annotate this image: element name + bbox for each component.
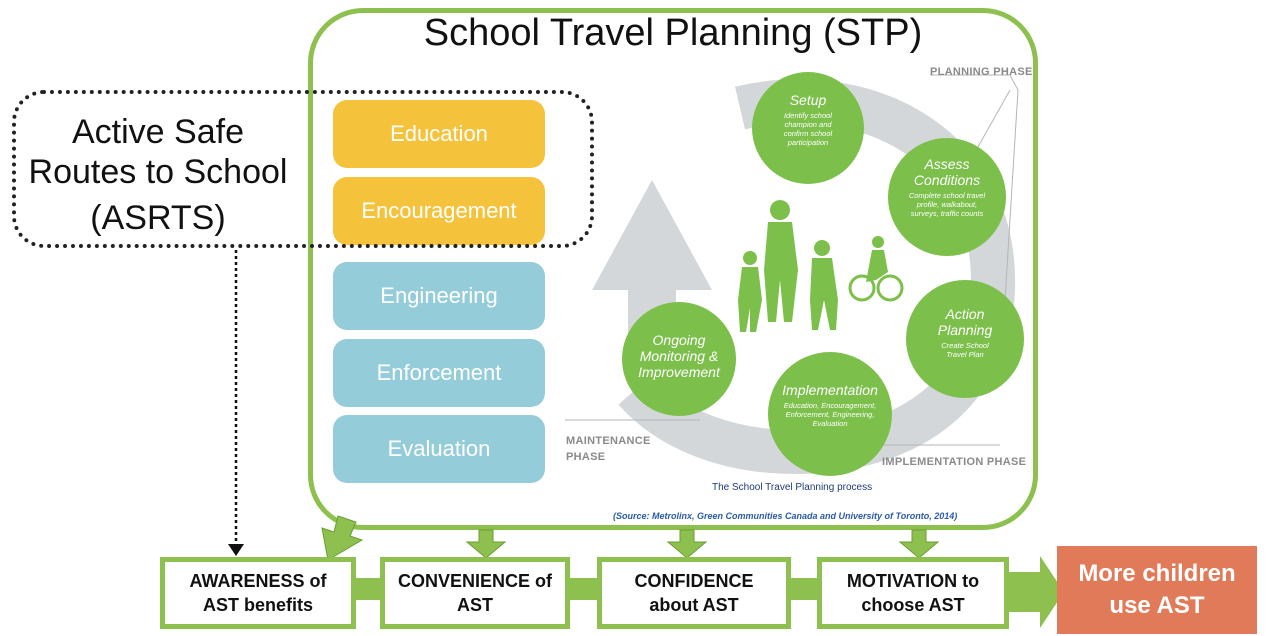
enforcement-box: Enforcement xyxy=(333,339,545,407)
setup-desc-1: Identify school xyxy=(784,111,832,120)
step-action-circle: Action Planning Create School Travel Pla… xyxy=(906,280,1024,398)
confidence-line-1: CONFIDENCE xyxy=(634,571,754,591)
final-outcome-line-2: use AST xyxy=(1109,592,1205,619)
motivation-box: MOTIVATION to choose AST xyxy=(817,557,1009,629)
step-action-desc: Create School Travel Plan xyxy=(924,341,1006,359)
confidence-box: CONFIDENCE about AST xyxy=(597,557,791,629)
step-setup-circle: Setup Identify school champion and confi… xyxy=(752,72,864,184)
step-monitoring-title: Ongoing Monitoring & Improvement xyxy=(638,332,720,380)
assess-desc-3: surveys, traffic counts xyxy=(910,209,984,218)
down-arrow-3-icon xyxy=(666,529,708,559)
step-implementation-desc: Education, Encouragement, Enforcement, E… xyxy=(774,401,886,428)
asrts-container xyxy=(12,90,594,248)
convenience-line-1: CONVENIENCE of xyxy=(397,571,552,591)
stp-title: School Travel Planning (STP) xyxy=(423,12,923,54)
setup-desc-2: champion and xyxy=(784,120,832,129)
final-outcome-line-1: More children xyxy=(1078,560,1236,587)
maintenance-phase-label: MAINTENANCE PHASE xyxy=(566,433,651,465)
awareness-line-1: AWARENESS of xyxy=(189,571,327,591)
cyclist-icon xyxy=(848,236,904,302)
asrts-line-2: Routes to School xyxy=(28,153,288,191)
step-monitoring-circle: Ongoing Monitoring & Improvement xyxy=(622,302,736,416)
step-setup-desc: Identify school champion and confirm sch… xyxy=(752,111,864,147)
implementation-phase-label: IMPLEMENTATION PHASE xyxy=(882,456,1027,468)
evaluation-box: Evaluation xyxy=(333,415,545,483)
setup-desc-3: confirm school xyxy=(783,129,833,138)
asrts-label: Active Safe Routes to School (ASRTS) xyxy=(20,112,296,238)
final-arrow-icon xyxy=(1006,556,1064,628)
step-assess-title: Assess Conditions xyxy=(913,156,981,188)
cycle-arrow-icon xyxy=(592,180,712,360)
step-implementation-title: Implementation xyxy=(782,382,878,398)
convenience-line-2: AST xyxy=(456,595,493,615)
planning-bracket xyxy=(930,74,1019,301)
implementation-desc-3: Evaluation xyxy=(812,419,848,428)
process-caption: The School Travel Planning process xyxy=(712,482,873,493)
action-desc-2: Travel Plan xyxy=(946,350,984,359)
step-assess-desc: Complete school travel profile, walkabou… xyxy=(900,191,994,218)
education-box: Education xyxy=(333,100,545,168)
step-implementation-circle: Implementation Education, Encouragement,… xyxy=(768,352,892,476)
motivation-line-1: MOTIVATION to xyxy=(846,571,980,591)
action-desc-1: Create School xyxy=(941,341,989,350)
implementation-desc-1: Education, Encouragement, xyxy=(783,401,877,410)
asrts-line-1: Active Safe xyxy=(72,113,244,151)
final-outcome-box: More children use AST xyxy=(1057,546,1257,634)
assess-desc-2: profile, walkabout, xyxy=(916,200,978,209)
encouragement-box: Encouragement xyxy=(333,177,545,245)
engineering-box: Engineering xyxy=(333,262,545,330)
family-walking-icon xyxy=(738,200,838,332)
maintenance-line-2: PHASE xyxy=(566,451,606,463)
convenience-box: CONVENIENCE of AST xyxy=(380,557,570,629)
awareness-box: AWARENESS of AST benefits xyxy=(160,557,356,629)
assess-desc-1: Complete school travel xyxy=(908,191,986,200)
maintenance-line-1: MAINTENANCE xyxy=(566,435,651,447)
down-arrow-1-icon xyxy=(321,515,364,561)
awareness-line-2: AST benefits xyxy=(202,595,313,615)
asrts-connector-arrowhead-icon xyxy=(228,544,244,556)
down-arrow-4-icon xyxy=(898,529,940,559)
down-arrow-2-icon xyxy=(465,529,507,559)
confidence-line-2: about AST xyxy=(649,595,739,615)
connector-3 xyxy=(788,578,820,600)
connector-1 xyxy=(353,578,383,600)
implementation-desc-2: Enforcement, Engineering, xyxy=(785,410,875,419)
step-action-title: Action Planning xyxy=(937,306,993,338)
source-citation: (Source: Metrolinx, Green Communities Ca… xyxy=(613,511,958,521)
stp-down-arrows xyxy=(321,515,940,561)
step-setup-title: Setup xyxy=(789,92,827,108)
step-assess-circle: Assess Conditions Complete school travel… xyxy=(888,138,1006,256)
setup-desc-4: participation xyxy=(787,138,829,147)
stp-container xyxy=(308,8,1038,530)
planning-phase-label: PLANNING PHASE xyxy=(930,66,1033,78)
outcome-connectors xyxy=(353,556,1064,628)
motivation-line-2: choose AST xyxy=(861,595,965,615)
asrts-line-3: (ASRTS) xyxy=(90,199,226,237)
connector-2 xyxy=(566,578,600,600)
